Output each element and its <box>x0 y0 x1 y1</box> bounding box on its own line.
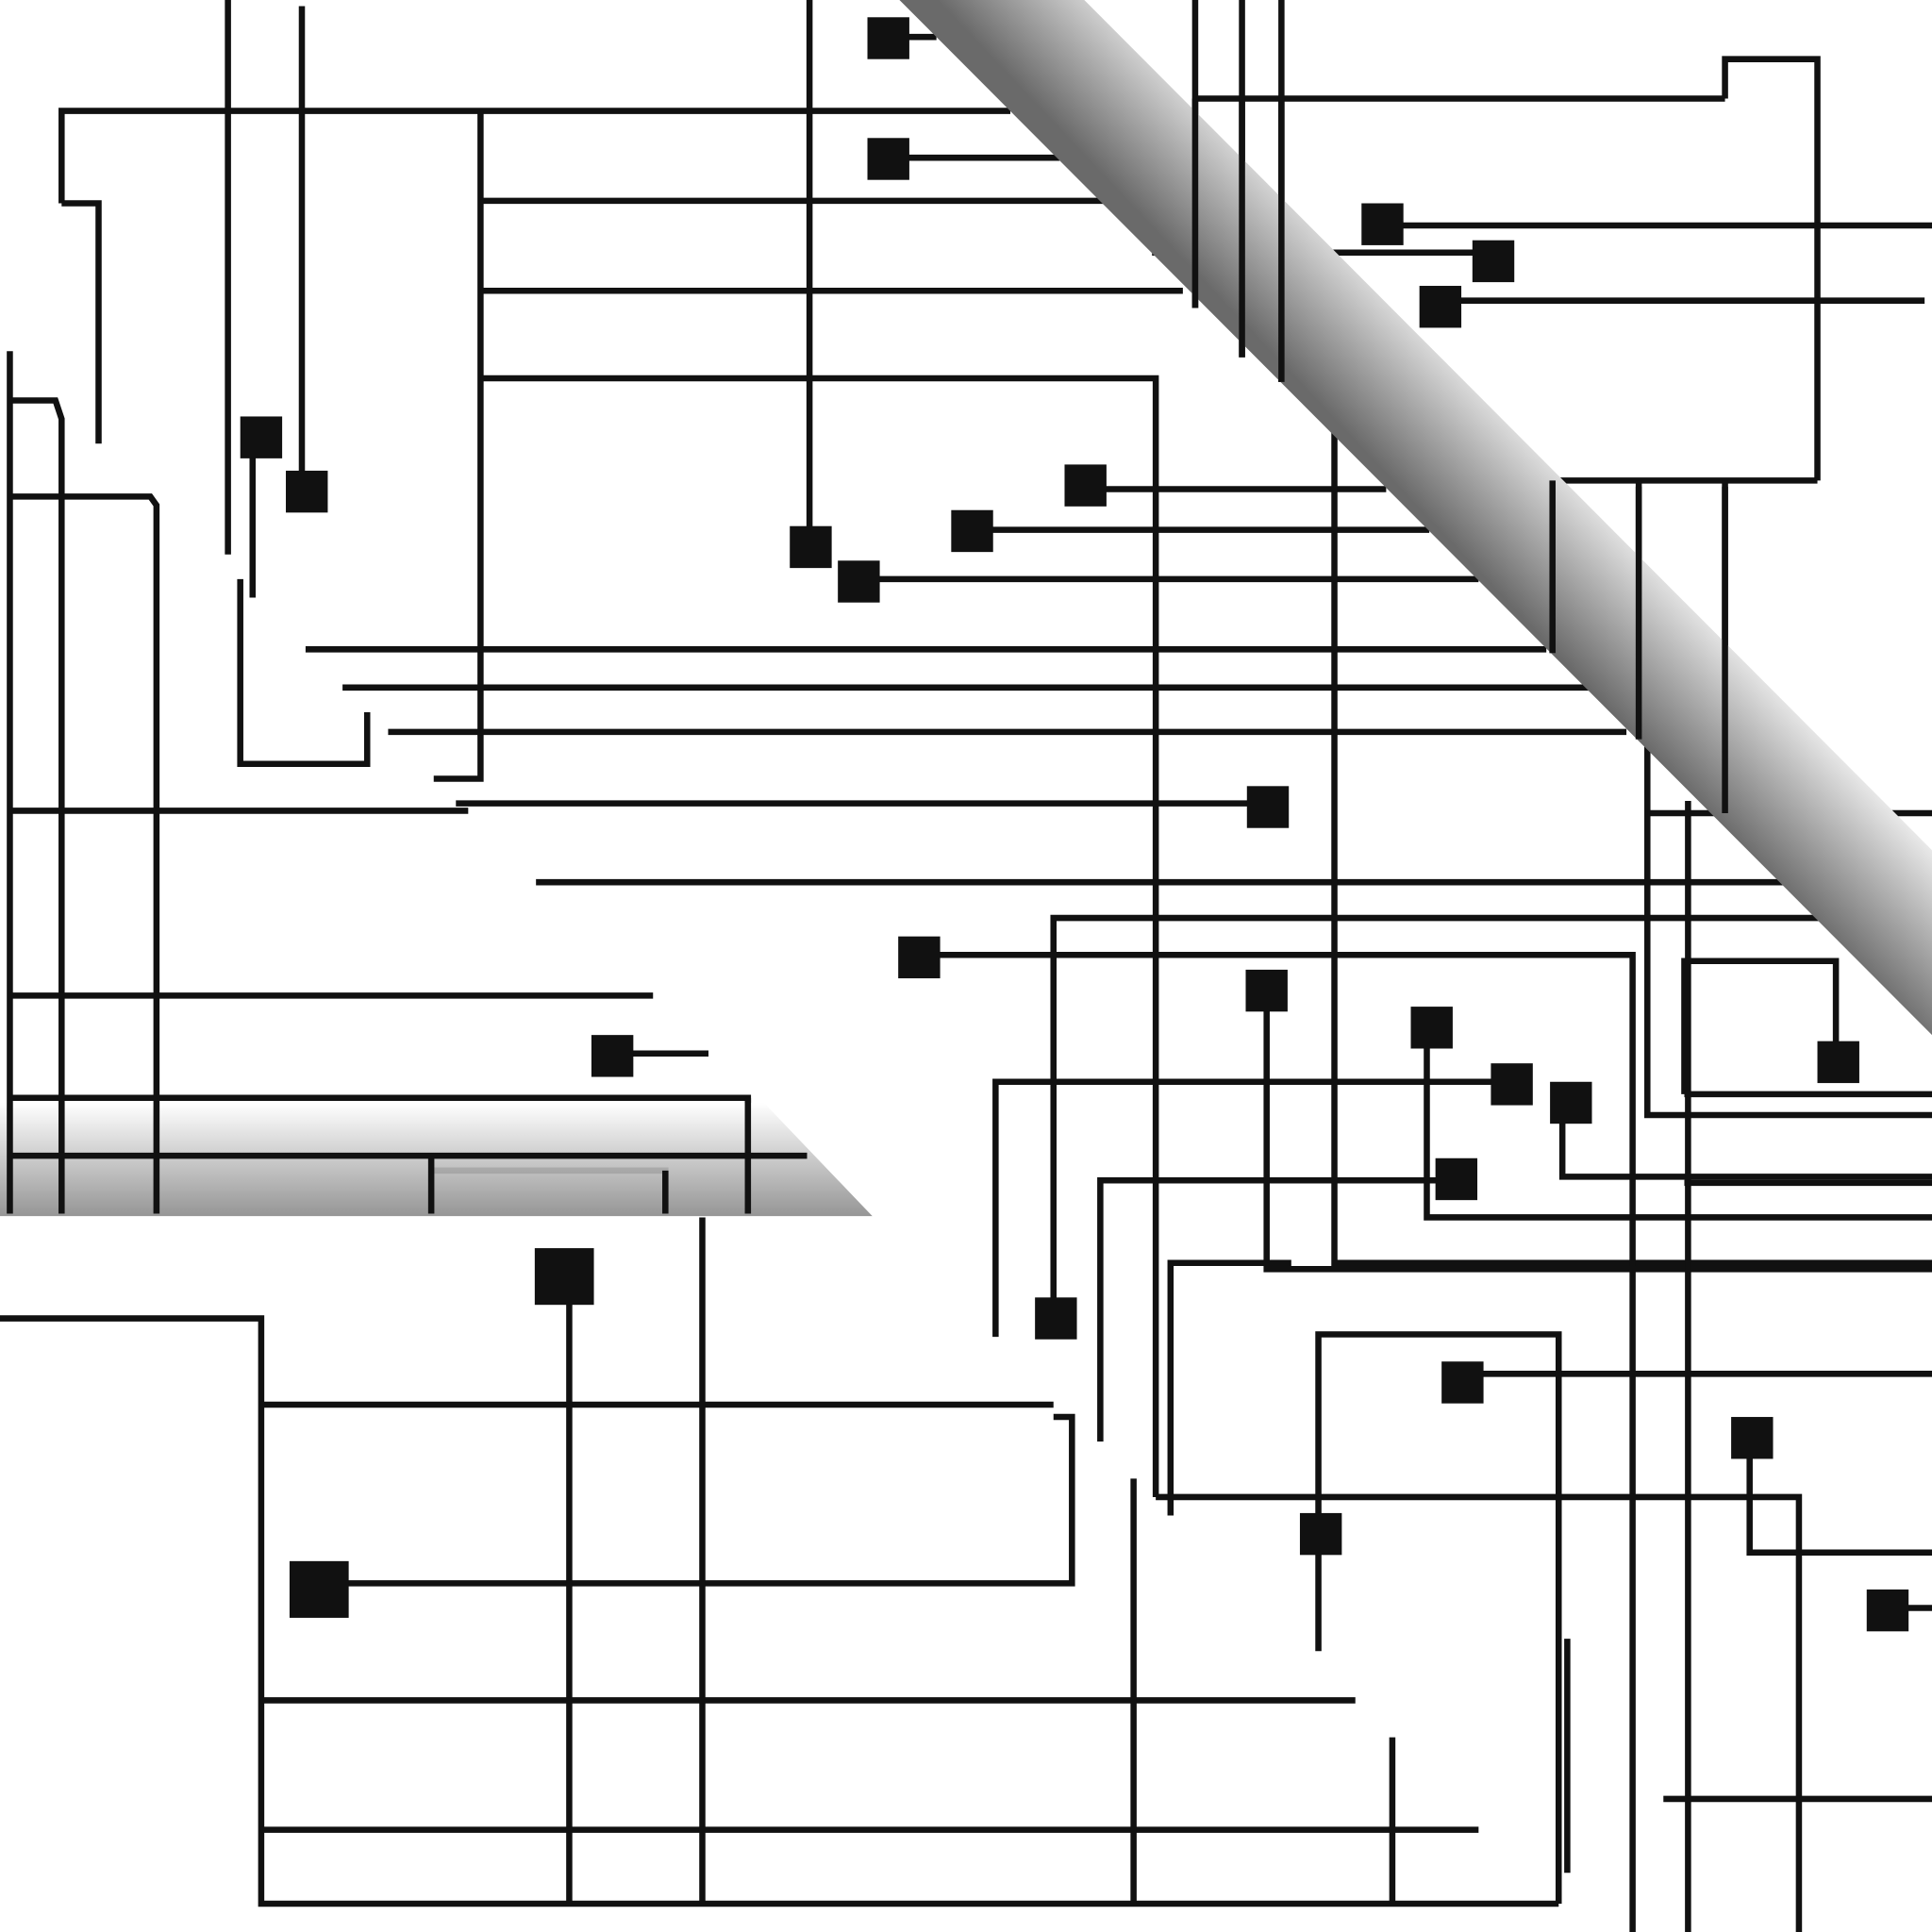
circuit-trace <box>58 108 1011 204</box>
circuit-pad <box>286 470 328 513</box>
circuit-pad <box>1441 1361 1484 1404</box>
circuit-trace <box>1644 739 1932 1119</box>
circuit-pad <box>1866 1589 1909 1632</box>
circuit-pad <box>1472 240 1515 283</box>
circuit-pad <box>1064 464 1107 507</box>
circuit-trace <box>9 397 65 1214</box>
circuit-pad <box>1410 1007 1453 1049</box>
circuit-pad <box>1299 1512 1342 1556</box>
circuit-trace <box>1050 914 1932 1316</box>
circuit-trace <box>237 578 371 768</box>
circuit-pad <box>867 138 909 180</box>
circuit-trace <box>317 1413 1075 1587</box>
bottom-left-shadow-band <box>0 1102 873 1217</box>
circuit-pad <box>1550 1081 1592 1124</box>
circuit-pad <box>1491 1063 1533 1106</box>
circuit-pad <box>867 17 909 59</box>
circuit-pad <box>790 525 832 569</box>
circuit-pad <box>289 1560 349 1618</box>
circuit-pad <box>1419 286 1462 328</box>
circuit-trace <box>1156 1493 1803 1932</box>
circuit-pad <box>1731 1417 1774 1459</box>
circuit-trace <box>61 200 102 444</box>
circuit-trace <box>918 951 1636 1932</box>
circuit-trace <box>1315 1331 1562 1904</box>
circuit-trace <box>433 110 484 782</box>
circuit-pad <box>898 936 941 979</box>
circuit-trace <box>1097 1177 1442 1442</box>
circuit-trace <box>992 1078 1497 1338</box>
diagonal-shadow-band <box>899 0 1932 1036</box>
circuit-pad <box>534 1248 594 1306</box>
trace-over-layer <box>7 98 1728 1214</box>
circuit-trace <box>0 1315 1559 1907</box>
circuit-trace <box>1424 1023 1932 1221</box>
circuit-trace <box>1167 1259 1291 1516</box>
circuit-pad <box>240 416 283 458</box>
circuit-pad <box>1035 1297 1077 1340</box>
circuit-pad <box>951 509 993 553</box>
circuit-pad <box>1361 203 1404 245</box>
circuit-trace <box>1558 1102 1932 1180</box>
circuit-pad <box>1435 1158 1478 1201</box>
circuit-trace <box>1746 1435 1932 1556</box>
circuit-pad <box>1246 786 1290 828</box>
circuit-trace <box>1263 985 1932 1273</box>
circuit-pad <box>1817 1041 1859 1084</box>
circuit-trace <box>9 493 160 1214</box>
circuit-pad <box>1245 969 1288 1012</box>
circuit-pad <box>591 1035 634 1077</box>
circuit-pad <box>838 560 880 603</box>
circuit-trace <box>1722 56 1821 481</box>
pad-layer <box>240 17 1915 1632</box>
circuit-trace <box>1331 419 1932 1267</box>
circuit-trace <box>480 375 1159 1497</box>
circuit-trace <box>1681 958 1840 1094</box>
